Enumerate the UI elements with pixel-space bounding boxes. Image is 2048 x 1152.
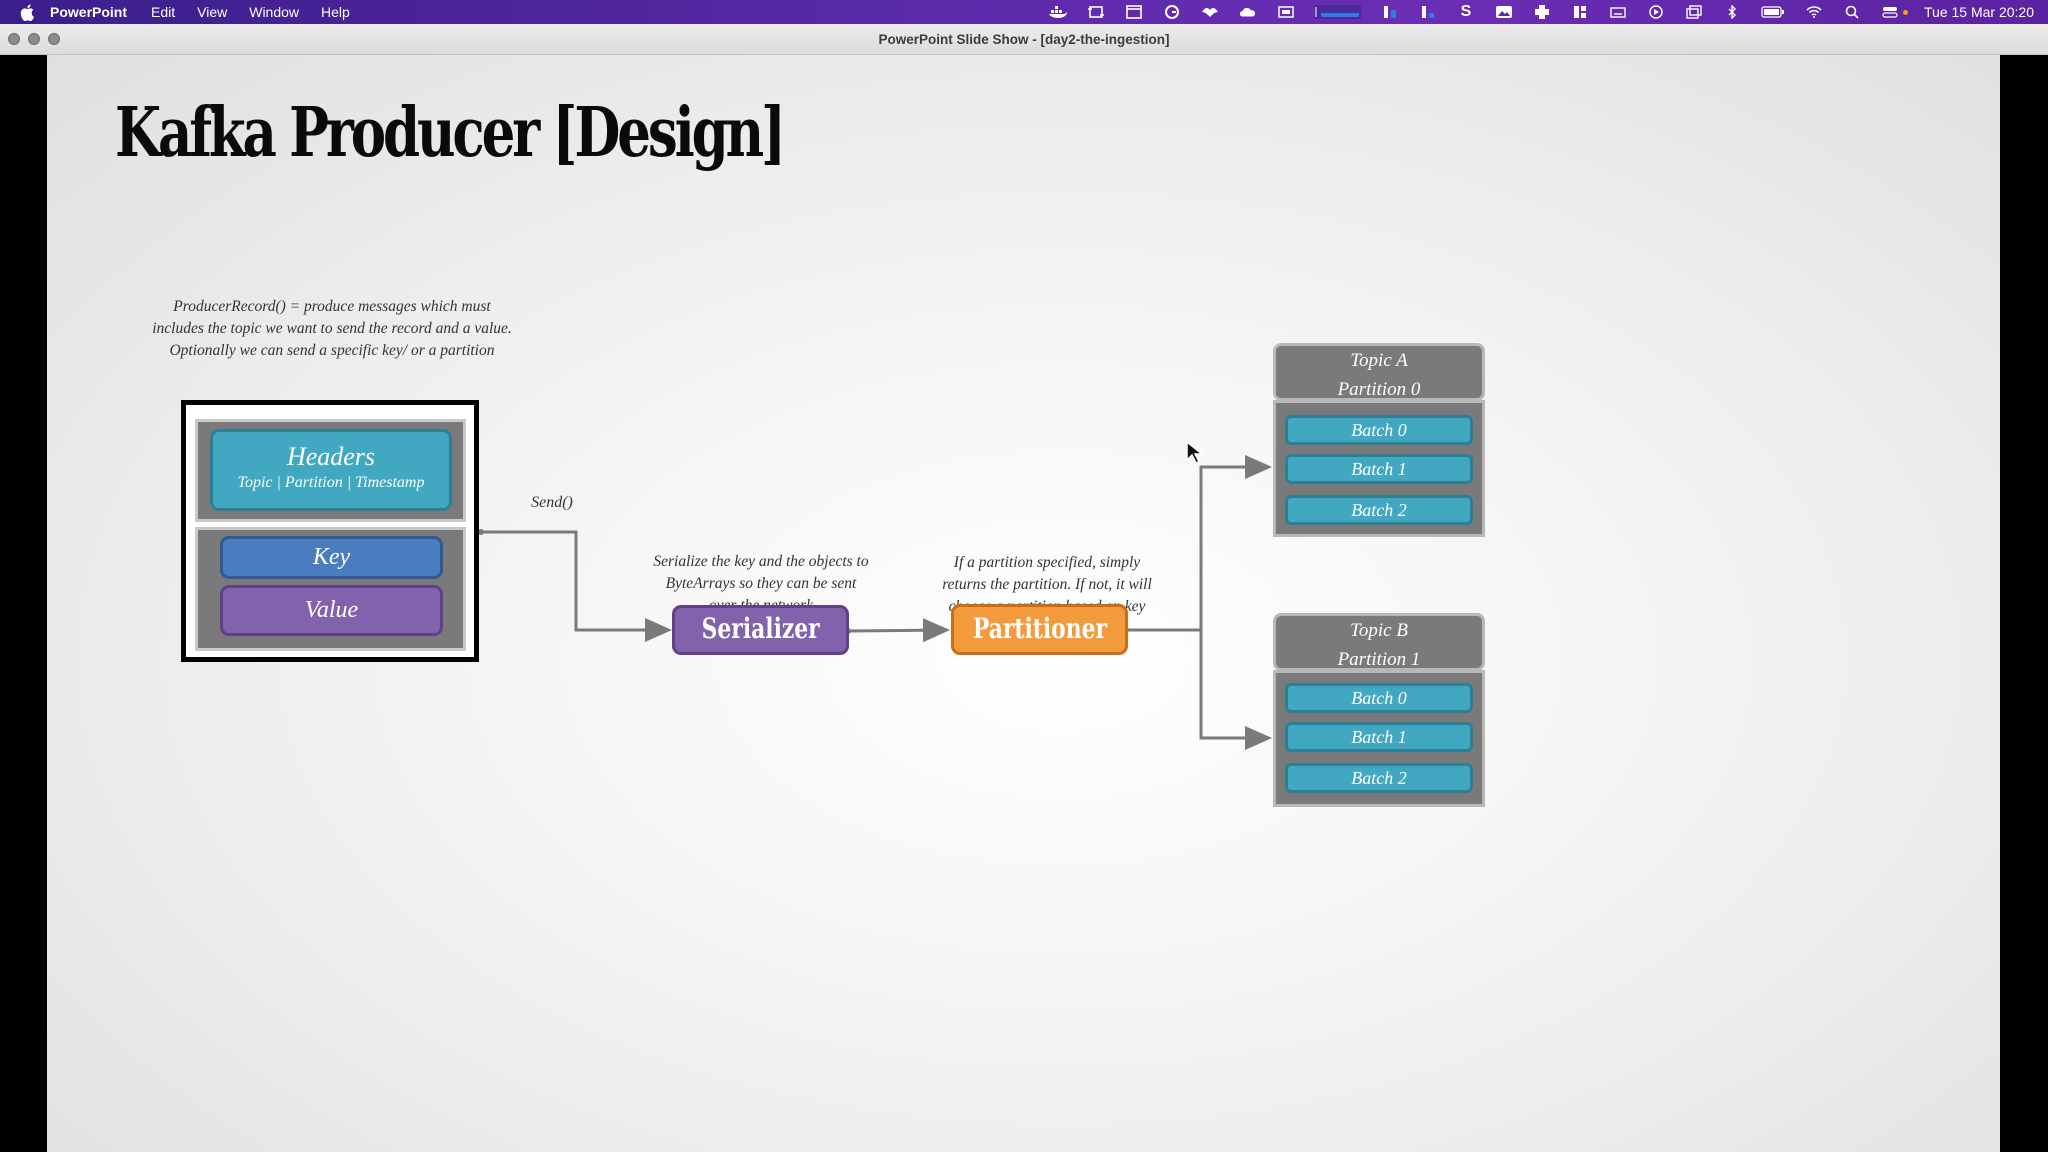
slide[interactable]: Kafka Producer [Design] ProducerRecord()… [47,55,2000,1152]
partitioner-to-topic-b-connector [1199,630,1272,750]
grammarly-icon[interactable] [1163,5,1181,19]
window-icon[interactable] [1125,5,1143,19]
caption-line: ProducerRecord() = produce messages whic… [173,298,491,315]
producer-record-caption: ProducerRecord() = produce messages whic… [142,296,522,362]
window-titlebar: PowerPoint Slide Show - [day2-the-ingest… [0,24,2048,55]
topic-a-batch-1: Batch 1 [1285,454,1473,484]
bird-icon[interactable] [1201,5,1219,19]
caption-line: Serialize the key and the objects to [653,553,869,570]
zoom-button[interactable] [48,33,60,45]
battery-icon[interactable] [1761,5,1785,19]
partitioner-label: Partitioner [972,612,1108,645]
headers-sublabel: Topic | Partition | Timestamp [237,474,425,491]
topic-b-batches: Batch 0 Batch 1 Batch 2 [1273,670,1485,807]
spotlight-search-icon[interactable] [1843,5,1861,19]
value-box: Value [220,585,443,636]
cpu-graph-icon[interactable] [1419,5,1437,19]
headers-panel: Headers Topic | Partition | Timestamp [195,419,466,522]
caption-line: Optionally we can send a specific key/ o… [169,342,495,359]
menu-edit[interactable]: Edit [151,4,176,20]
s-app-icon[interactable]: S [1460,3,1472,20]
topic-a-header: Topic A Partition 0 [1273,343,1485,401]
close-button[interactable] [8,33,20,45]
serializer-label: Serializer [701,612,820,645]
topic-a-partition: Partition 0 [1337,379,1421,400]
stage-icon[interactable] [1685,5,1703,19]
caption-line: ByteArrays so they can be sent [665,575,857,592]
menu-window[interactable]: Window [249,4,300,20]
topic-a-name: Topic A [1350,350,1408,371]
topic-b: Topic B Partition 1 Batch 0 Batch 1 Batc… [1273,613,1485,807]
partitioner-to-topic-a-connector [1126,455,1272,632]
headers-box: Headers Topic | Partition | Timestamp [210,429,452,511]
caption-line: includes the topic we want to send the r… [152,320,512,337]
menu-view[interactable]: View [197,4,228,20]
send-connector [481,530,672,642]
photo-app-icon[interactable] [1495,5,1513,19]
cloud-icon[interactable] [1239,5,1257,19]
layout-icon[interactable] [1571,5,1589,19]
key-value-panel: Key Value [195,527,466,651]
control-center-icon[interactable] [1881,5,1899,19]
topic-a-batches: Batch 0 Batch 1 Batch 2 [1273,400,1485,537]
caption-line: returns the partition. If not, it will [942,576,1152,593]
slide-title: Kafka Producer [Design] [115,93,786,173]
keyboard-icon[interactable] [1609,5,1627,19]
topic-b-name: Topic B [1350,620,1408,641]
minimize-button[interactable] [28,33,40,45]
key-label: Key [312,544,351,570]
menu-clock[interactable]: Tue 15 Mar 20:20 [1924,4,2034,20]
puzzle-icon[interactable] [1533,5,1551,19]
mouse-pointer-icon [1186,440,1205,465]
wifi-icon[interactable] [1805,5,1823,19]
window-controls [8,33,68,45]
topic-b-partition: Partition 1 [1337,649,1421,670]
serializer-box: Serializer [672,605,849,655]
key-box: Key [220,536,443,579]
partitioner-box: Partitioner [951,604,1128,655]
topic-b-batch-1: Batch 1 [1285,722,1473,752]
producer-record: Headers Topic | Partition | Timestamp Ke… [181,400,479,662]
bluetooth-icon[interactable] [1723,5,1741,19]
display-icon[interactable] [1277,5,1295,19]
play-icon[interactable] [1647,5,1665,19]
menu-app-name[interactable]: PowerPoint [50,4,128,20]
topic-a-batch-2: Batch 2 [1285,495,1473,525]
topic-a-batch-0: Batch 0 [1285,415,1473,445]
letterbox-bar [2000,55,2048,1152]
recording-indicator-icon [1903,9,1908,15]
apple-menu-icon[interactable] [18,3,36,21]
topic-b-batch-0: Batch 0 [1285,683,1473,713]
topic-b-header: Topic B Partition 1 [1273,613,1485,671]
topic-a: Topic A Partition 0 Batch 0 Batch 1 Batc… [1273,343,1485,537]
network-graph-icon[interactable] [1315,5,1361,19]
menu-help[interactable]: Help [321,4,350,20]
docker-icon[interactable] [1049,5,1067,19]
caption-line: If a partition specified, simply [953,554,1141,571]
menu-bar: PowerPoint Edit View Window Help [0,0,2048,24]
serializer-to-partitioner-connector [847,618,950,643]
topic-b-batch-2: Batch 2 [1285,763,1473,793]
screenshot-icon[interactable] [1087,5,1105,19]
value-label: Value [304,597,359,623]
send-label: Send() [531,494,573,511]
window-title: PowerPoint Slide Show - [day2-the-ingest… [878,31,1170,47]
connector-arrows [478,455,1272,750]
memory-graph-icon[interactable] [1381,5,1399,19]
status-area: S Tu [1029,0,2034,24]
headers-label: Headers [286,442,376,471]
